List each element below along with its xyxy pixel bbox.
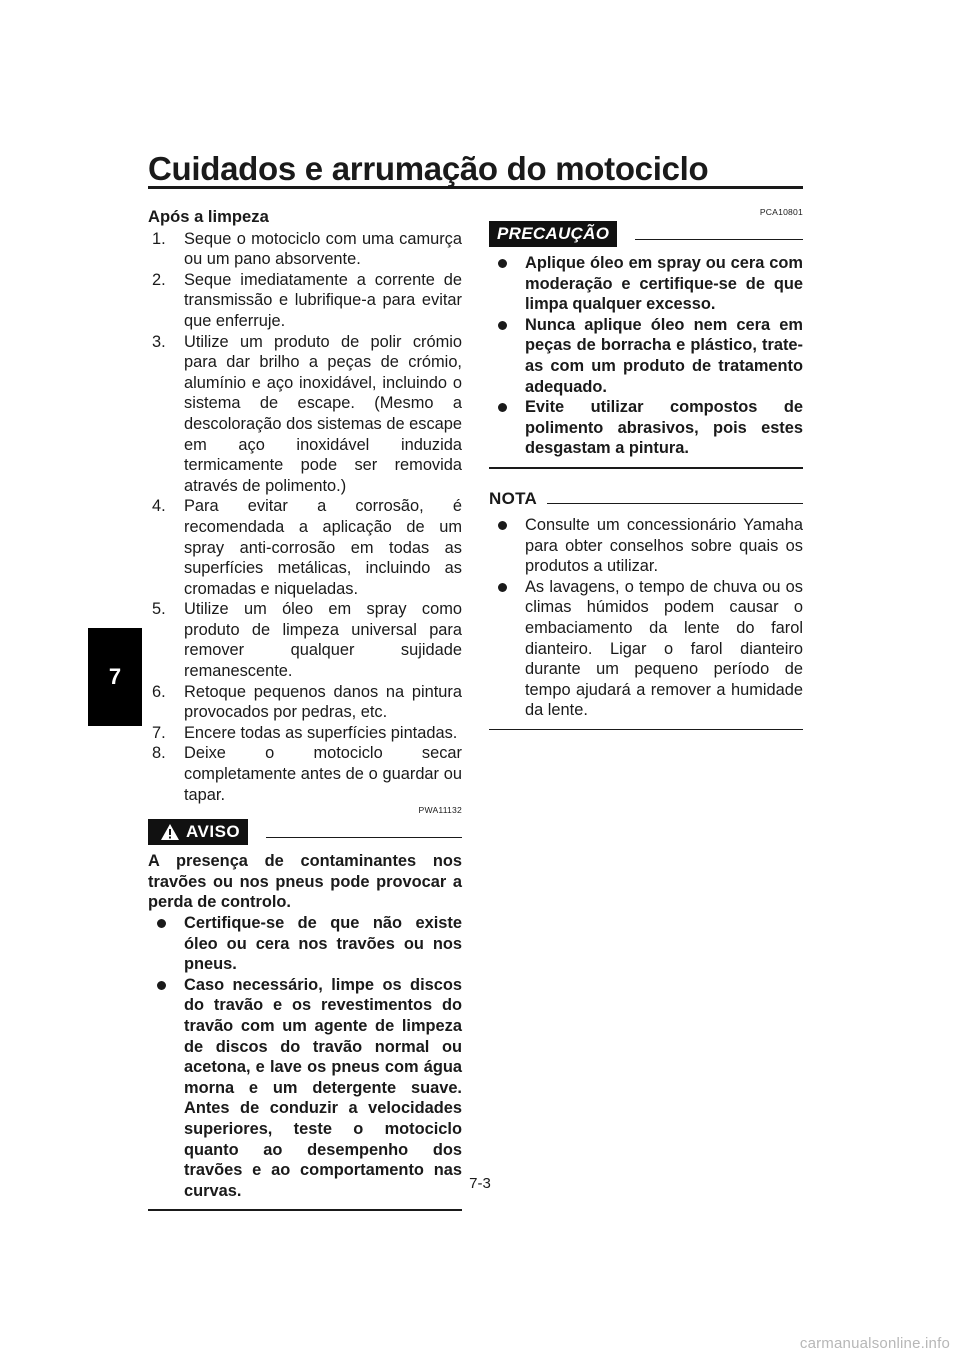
- warning-bullets: Certifique-se de que não existe óleo ou …: [148, 913, 462, 1201]
- step-number: 1.: [152, 229, 166, 248]
- bullet-text: Certifique-se de que não existe óleo ou …: [184, 914, 462, 974]
- page-title: Cuidados e arrumação do motociclo: [148, 150, 709, 187]
- bullet-icon: [498, 582, 507, 592]
- bullet-text: Consulte um concessionário Yamaha para o…: [525, 515, 803, 576]
- warning-end-rule: [148, 1209, 462, 1212]
- bullet-text: Aplique óleo em spray ou cera com modera…: [525, 254, 803, 314]
- list-item: 2. Seque imediatamente a corrente de tran…: [148, 270, 462, 332]
- step-number: 6.: [152, 682, 166, 701]
- cleaning-steps-list: 1. Seque o motociclo com uma camurça ou u…: [148, 229, 462, 806]
- step-number: 7.: [152, 723, 166, 742]
- step-number: 5.: [152, 600, 166, 619]
- bullet-icon: [157, 919, 166, 928]
- step-text: Seque o motociclo com uma camurça ou um …: [184, 229, 462, 269]
- step-text: Encere todas as superfícies pintadas.: [184, 723, 458, 742]
- caution-code: PCA10801: [759, 207, 803, 217]
- list-item: 5. Utilize um óleo em spray como produto …: [148, 599, 462, 681]
- step-number: 2.: [152, 270, 166, 289]
- right-column: PCA10801 PRECAUÇÃO Aplique óleo em spray…: [489, 207, 803, 730]
- step-number: 4.: [152, 497, 166, 516]
- warning-label: AVISO: [186, 821, 241, 841]
- list-item: Nunca aplique óleo nem cera em peças de …: [489, 315, 803, 397]
- bullet-icon: [498, 520, 507, 530]
- bullet-text: Evite utilizar compostos de polimento ab…: [525, 398, 803, 458]
- left-column: Após a limpeza 1. Seque o motociclo com u…: [148, 207, 462, 1212]
- warning-intro: A presença de contaminantes nos travões …: [148, 852, 462, 912]
- warning-code: PWA11132: [418, 805, 462, 816]
- step-text: Retoque pequenos danos na pintura provoc…: [184, 682, 462, 722]
- warning-triangle-icon: [161, 824, 179, 841]
- note-header-rule: [547, 503, 803, 505]
- list-item: Caso necessário, limpe os discos do trav…: [148, 975, 462, 1202]
- caution-header-rule: [635, 238, 803, 240]
- warning-badge: AVISO: [148, 819, 249, 846]
- step-text: Seque imediatamente a corrente de transm…: [184, 270, 462, 330]
- bullet-text: Nunca aplique óleo nem cera em peças de …: [525, 315, 803, 396]
- caution-header: PRECAUÇÃO: [489, 221, 803, 247]
- list-item: 6. Retoque pequenos danos na pintura prov…: [148, 682, 462, 723]
- section-subheading: Após a limpeza: [148, 207, 269, 226]
- step-text: Utilize um produto de polir crómio para …: [184, 332, 462, 495]
- step-text: Utilize um óleo em spray como produto de…: [184, 600, 462, 681]
- step-number: 8.: [152, 744, 166, 763]
- chapter-tab: 7: [88, 628, 142, 726]
- list-item: Consulte um concessionário Yamaha para o…: [489, 515, 803, 577]
- list-item: 1. Seque o motociclo com uma camurça ou u…: [148, 229, 462, 270]
- note-end-rule: [489, 728, 803, 730]
- watermark: carmanualsonline.info: [799, 1335, 950, 1352]
- bullet-icon: [498, 259, 507, 268]
- list-item: Aplique óleo em spray ou cera com modera…: [489, 253, 803, 315]
- note-header: NOTA: [489, 487, 803, 511]
- note-bullets: Consulte um concessionário Yamaha para o…: [489, 515, 803, 721]
- list-item: 8. Deixe o motociclo secar completamente …: [148, 743, 462, 805]
- bullet-text: As lavagens, o tempo de chuva ou os clim…: [525, 577, 803, 720]
- warning-header-rule: [266, 836, 462, 838]
- caution-bullets: Aplique óleo em spray ou cera com modera…: [489, 253, 803, 459]
- step-text: Para evitar a corrosão, é recomendada a …: [184, 497, 462, 598]
- list-item: As lavagens, o tempo de chuva ou os clim…: [489, 577, 803, 721]
- list-item: Certifique-se de que não existe óleo ou …: [148, 913, 462, 975]
- title-rule: [148, 186, 803, 189]
- note-label: NOTA: [489, 488, 538, 508]
- warning-header: AVISO: [148, 819, 462, 846]
- bullet-icon: [498, 320, 507, 330]
- step-text: Deixe o motociclo secar completamente an…: [184, 744, 462, 804]
- bullet-text: Caso necessário, limpe os discos do trav…: [184, 975, 462, 1200]
- bullet-icon: [498, 403, 507, 413]
- page-number: 7-3: [469, 1175, 491, 1192]
- bullet-icon: [157, 980, 166, 990]
- list-item: 4. Para evitar a corrosão, é recomendada …: [148, 496, 462, 599]
- caution-badge: PRECAUÇÃO: [489, 221, 618, 247]
- list-item: 7. Encere todas as superfícies pintadas.: [148, 723, 462, 744]
- step-number: 3.: [152, 332, 166, 351]
- list-item: Evite utilizar compostos de polimento ab…: [489, 397, 803, 459]
- list-item: 3. Utilize um produto de polir crómio par…: [148, 332, 462, 497]
- caution-end-rule: [489, 466, 803, 469]
